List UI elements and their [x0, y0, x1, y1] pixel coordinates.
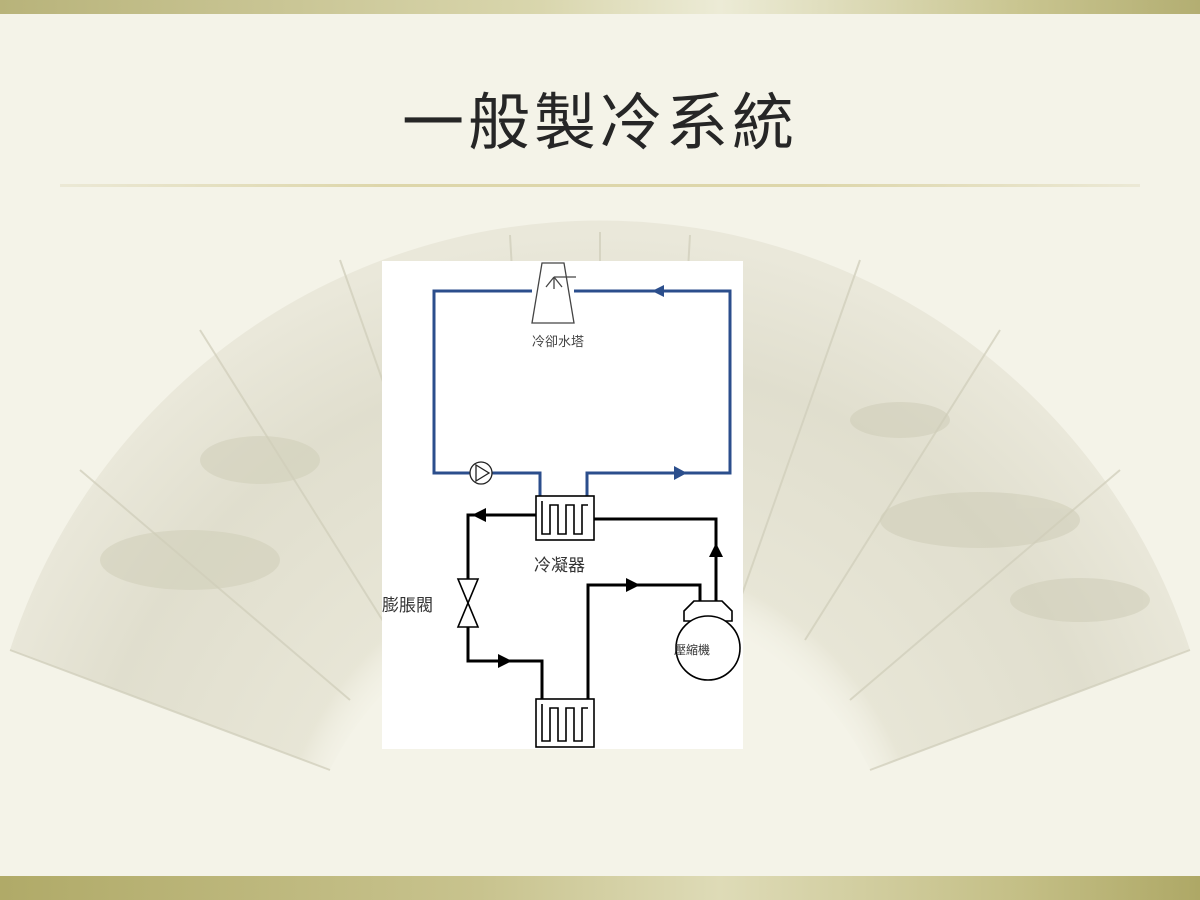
water-flow-arrow-bottom	[674, 466, 687, 480]
water-pump-icon	[469, 461, 493, 485]
refrigerant-arrow-compressor-out	[709, 543, 723, 557]
bottom-decorative-band	[0, 876, 1200, 900]
condenser-label: 冷凝器	[534, 556, 585, 576]
refrigeration-cycle-schematic	[432, 262, 741, 748]
cooling-tower-label: 冷卻水塔	[532, 335, 585, 350]
condenser-coil	[535, 495, 595, 541]
title-divider	[60, 184, 1140, 187]
cooling-water-loop	[432, 289, 732, 497]
evaporator-coil	[535, 698, 595, 748]
refrigerant-arrow-condenser-out	[472, 508, 486, 522]
refrigerant-arrow-compressor-in	[626, 578, 640, 592]
compressor-label: 壓縮機	[674, 643, 711, 657]
cooling-tower-icon	[531, 262, 576, 324]
expansion-valve-icon	[456, 578, 480, 628]
refrigeration-diagram: 冷卻水塔 冷凝器 膨脹閥 壓縮機	[382, 261, 743, 749]
refrigerant-loop	[466, 513, 718, 699]
slide-title: 一般製冷系統	[401, 86, 798, 159]
top-decorative-band	[0, 0, 1200, 14]
refrigerant-arrow-evaporator-in	[498, 654, 512, 668]
compressor-icon	[675, 600, 741, 681]
expansion-valve-label: 膨脹閥	[382, 596, 433, 616]
water-flow-arrow-top	[652, 285, 664, 297]
